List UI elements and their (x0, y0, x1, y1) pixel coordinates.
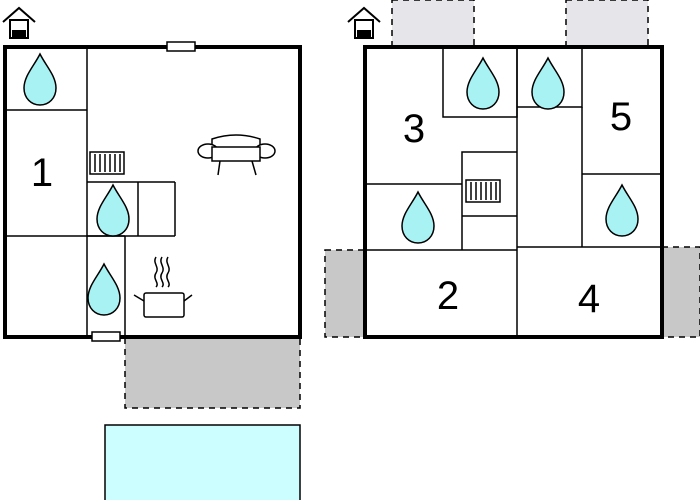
balcony-left (391, 0, 475, 47)
water-drop-icon (401, 191, 435, 244)
room-label-4: 4 (578, 277, 600, 321)
ground-floor-outer-wall (3, 45, 302, 339)
room-label-2: 2 (437, 274, 459, 318)
ground-floor-inner-walls (5, 47, 176, 337)
radiator-icon (465, 179, 501, 203)
upper-floor: 3 5 2 4 (324, 0, 700, 339)
radiator-icon (89, 151, 125, 175)
side-terrace-left (324, 249, 366, 338)
home-icon (2, 7, 36, 39)
window (166, 41, 196, 52)
door (91, 331, 121, 342)
water-drop-icon (23, 53, 57, 106)
upper-floor-inner-walls (365, 47, 662, 336)
balcony-right (565, 0, 649, 47)
home-icon (347, 7, 381, 39)
water-drop-icon (605, 184, 639, 237)
pool-area (104, 424, 301, 500)
water-drop-icon (87, 263, 121, 316)
water-drop-icon (96, 184, 130, 237)
upper-floor-outer-wall (363, 45, 664, 339)
side-terrace-right (661, 246, 700, 338)
cooking-pot-icon (133, 256, 193, 318)
ground-floor: 1 (2, 7, 302, 500)
room-label-1: 1 (31, 151, 53, 195)
sofa-icon (197, 134, 276, 176)
room-label-3: 3 (403, 107, 425, 151)
room-label-5: 5 (610, 95, 632, 139)
water-drop-icon (466, 57, 500, 110)
water-drop-icon (531, 57, 565, 110)
terrace-area (124, 337, 301, 409)
